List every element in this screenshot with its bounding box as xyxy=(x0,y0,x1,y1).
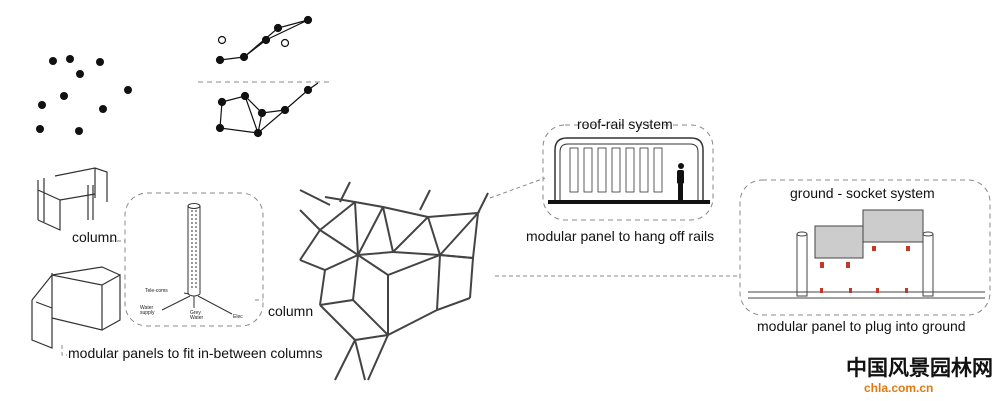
ground-socket-callout xyxy=(739,179,991,316)
label-modular-panels: modular panels to fit in-between columns xyxy=(68,345,323,361)
utility-column xyxy=(161,203,233,315)
person-silhouette-icon xyxy=(677,163,684,200)
connected-points-upper xyxy=(215,15,313,65)
column-sketch xyxy=(37,167,108,231)
label-roof-rail-caption: modular panel to hang off rails xyxy=(526,228,715,244)
roof-rail-callout xyxy=(542,124,714,221)
label-column-left: column xyxy=(72,229,118,245)
label-water-supply: Water supply xyxy=(140,305,155,316)
ground-socket-drawing xyxy=(748,209,985,299)
roof-rail-drawing xyxy=(548,137,710,204)
watermark-url: chla.com.cn xyxy=(864,381,934,395)
label-ground-socket: ground - socket system xyxy=(790,185,935,201)
label-column-center: column xyxy=(268,303,314,319)
space-frame-structure xyxy=(299,181,489,381)
watermark-logo: 中国风景园林网 chla.com.cn xyxy=(846,356,996,398)
label-elec: Elec xyxy=(233,314,243,320)
label-roof-rail: roof-rail system xyxy=(577,116,673,132)
socket-markers xyxy=(820,246,910,293)
scattered-points xyxy=(36,55,132,135)
label-ground-socket-caption: modular panel to plug into ground xyxy=(757,318,966,334)
label-telecoms: Tele-coms xyxy=(145,288,168,294)
label-grey-water: Grey Water xyxy=(190,310,204,321)
connected-points-lower xyxy=(215,82,319,138)
connector-lines xyxy=(61,177,740,356)
watermark-chinese: 中国风景园林网 xyxy=(846,355,993,380)
modular-panels-sketch xyxy=(31,266,121,349)
utility-column-callout xyxy=(124,192,264,327)
